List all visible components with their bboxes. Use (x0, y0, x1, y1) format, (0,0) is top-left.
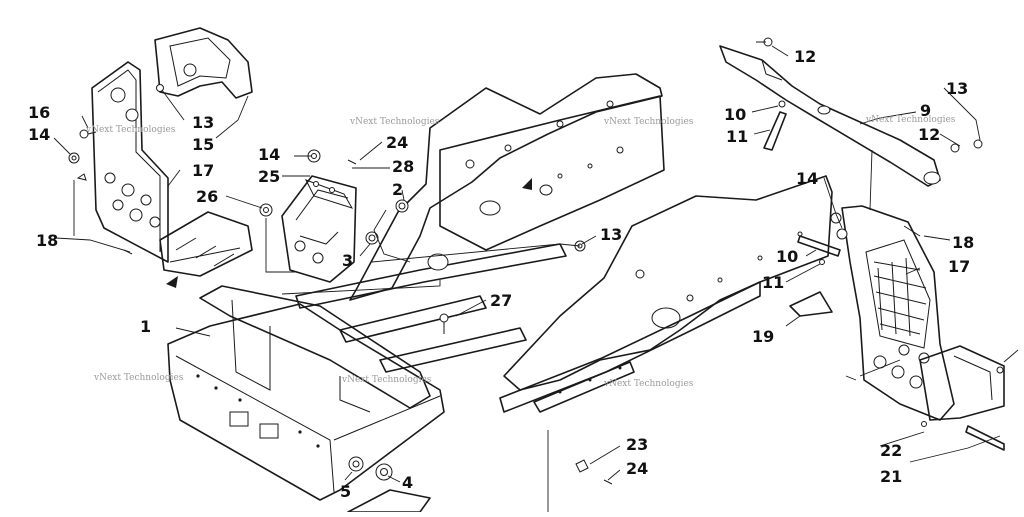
callout-label: 13 (946, 79, 968, 98)
callout-label: 14 (258, 145, 280, 164)
callout-label: 25 (258, 167, 280, 186)
callout-label: 24 (626, 459, 648, 478)
chassis-frame (167, 73, 833, 513)
callout-label: 12 (918, 125, 940, 144)
callout-label: 18 (36, 231, 58, 250)
callout-label: 28 (392, 157, 414, 176)
callout-label: 13 (600, 225, 622, 244)
watermarks: vNext Technologies vNext Technologies vN… (85, 115, 956, 389)
callout-labels: 1 2 3 4 5 9 10 10 11 11 12 12 13 13 13 1… (28, 47, 974, 501)
watermark: vNext Technologies (93, 373, 184, 383)
left-footrest-panel (68, 27, 273, 288)
watermark: vNext Technologies (341, 375, 432, 385)
watermark: vNext Technologies (603, 117, 694, 127)
callout-label: 16 (28, 103, 50, 122)
callout-label: 1 (140, 317, 151, 336)
callout-label: 10 (776, 247, 798, 266)
callout-label: 19 (752, 327, 774, 346)
callout-label: 27 (490, 291, 512, 310)
callout-label: 14 (28, 125, 50, 144)
callout-label: 17 (192, 161, 214, 180)
callout-label: 4 (402, 473, 413, 492)
watermark: vNext Technologies (865, 115, 956, 125)
callout-label: 3 (342, 251, 353, 270)
callout-label: 9 (920, 101, 931, 120)
callout-label: 17 (948, 257, 970, 276)
callout-label: 15 (192, 135, 214, 154)
right-footrest-panel (789, 205, 1005, 451)
callout-label: 13 (192, 113, 214, 132)
steering-post (719, 37, 983, 187)
callout-label: 14 (796, 169, 818, 188)
callout-label: 11 (762, 273, 784, 292)
callout-label: 26 (196, 187, 218, 206)
watermark: vNext Technologies (603, 379, 694, 389)
callout-label: 5 (340, 482, 351, 501)
callout-label: 22 (880, 441, 902, 460)
callout-label: 11 (726, 127, 748, 146)
watermark: vNext Technologies (349, 117, 440, 127)
leader-lines (53, 45, 1019, 512)
callout-label: 24 (386, 133, 408, 152)
callout-label: 12 (794, 47, 816, 66)
callout-label: 2 (392, 180, 403, 199)
center-bracket (281, 149, 357, 283)
watermark: vNext Technologies (85, 125, 176, 135)
callout-label: 18 (952, 233, 974, 252)
callout-label: 23 (626, 435, 648, 454)
callout-label: 21 (880, 467, 902, 486)
callout-label: 10 (724, 105, 746, 124)
